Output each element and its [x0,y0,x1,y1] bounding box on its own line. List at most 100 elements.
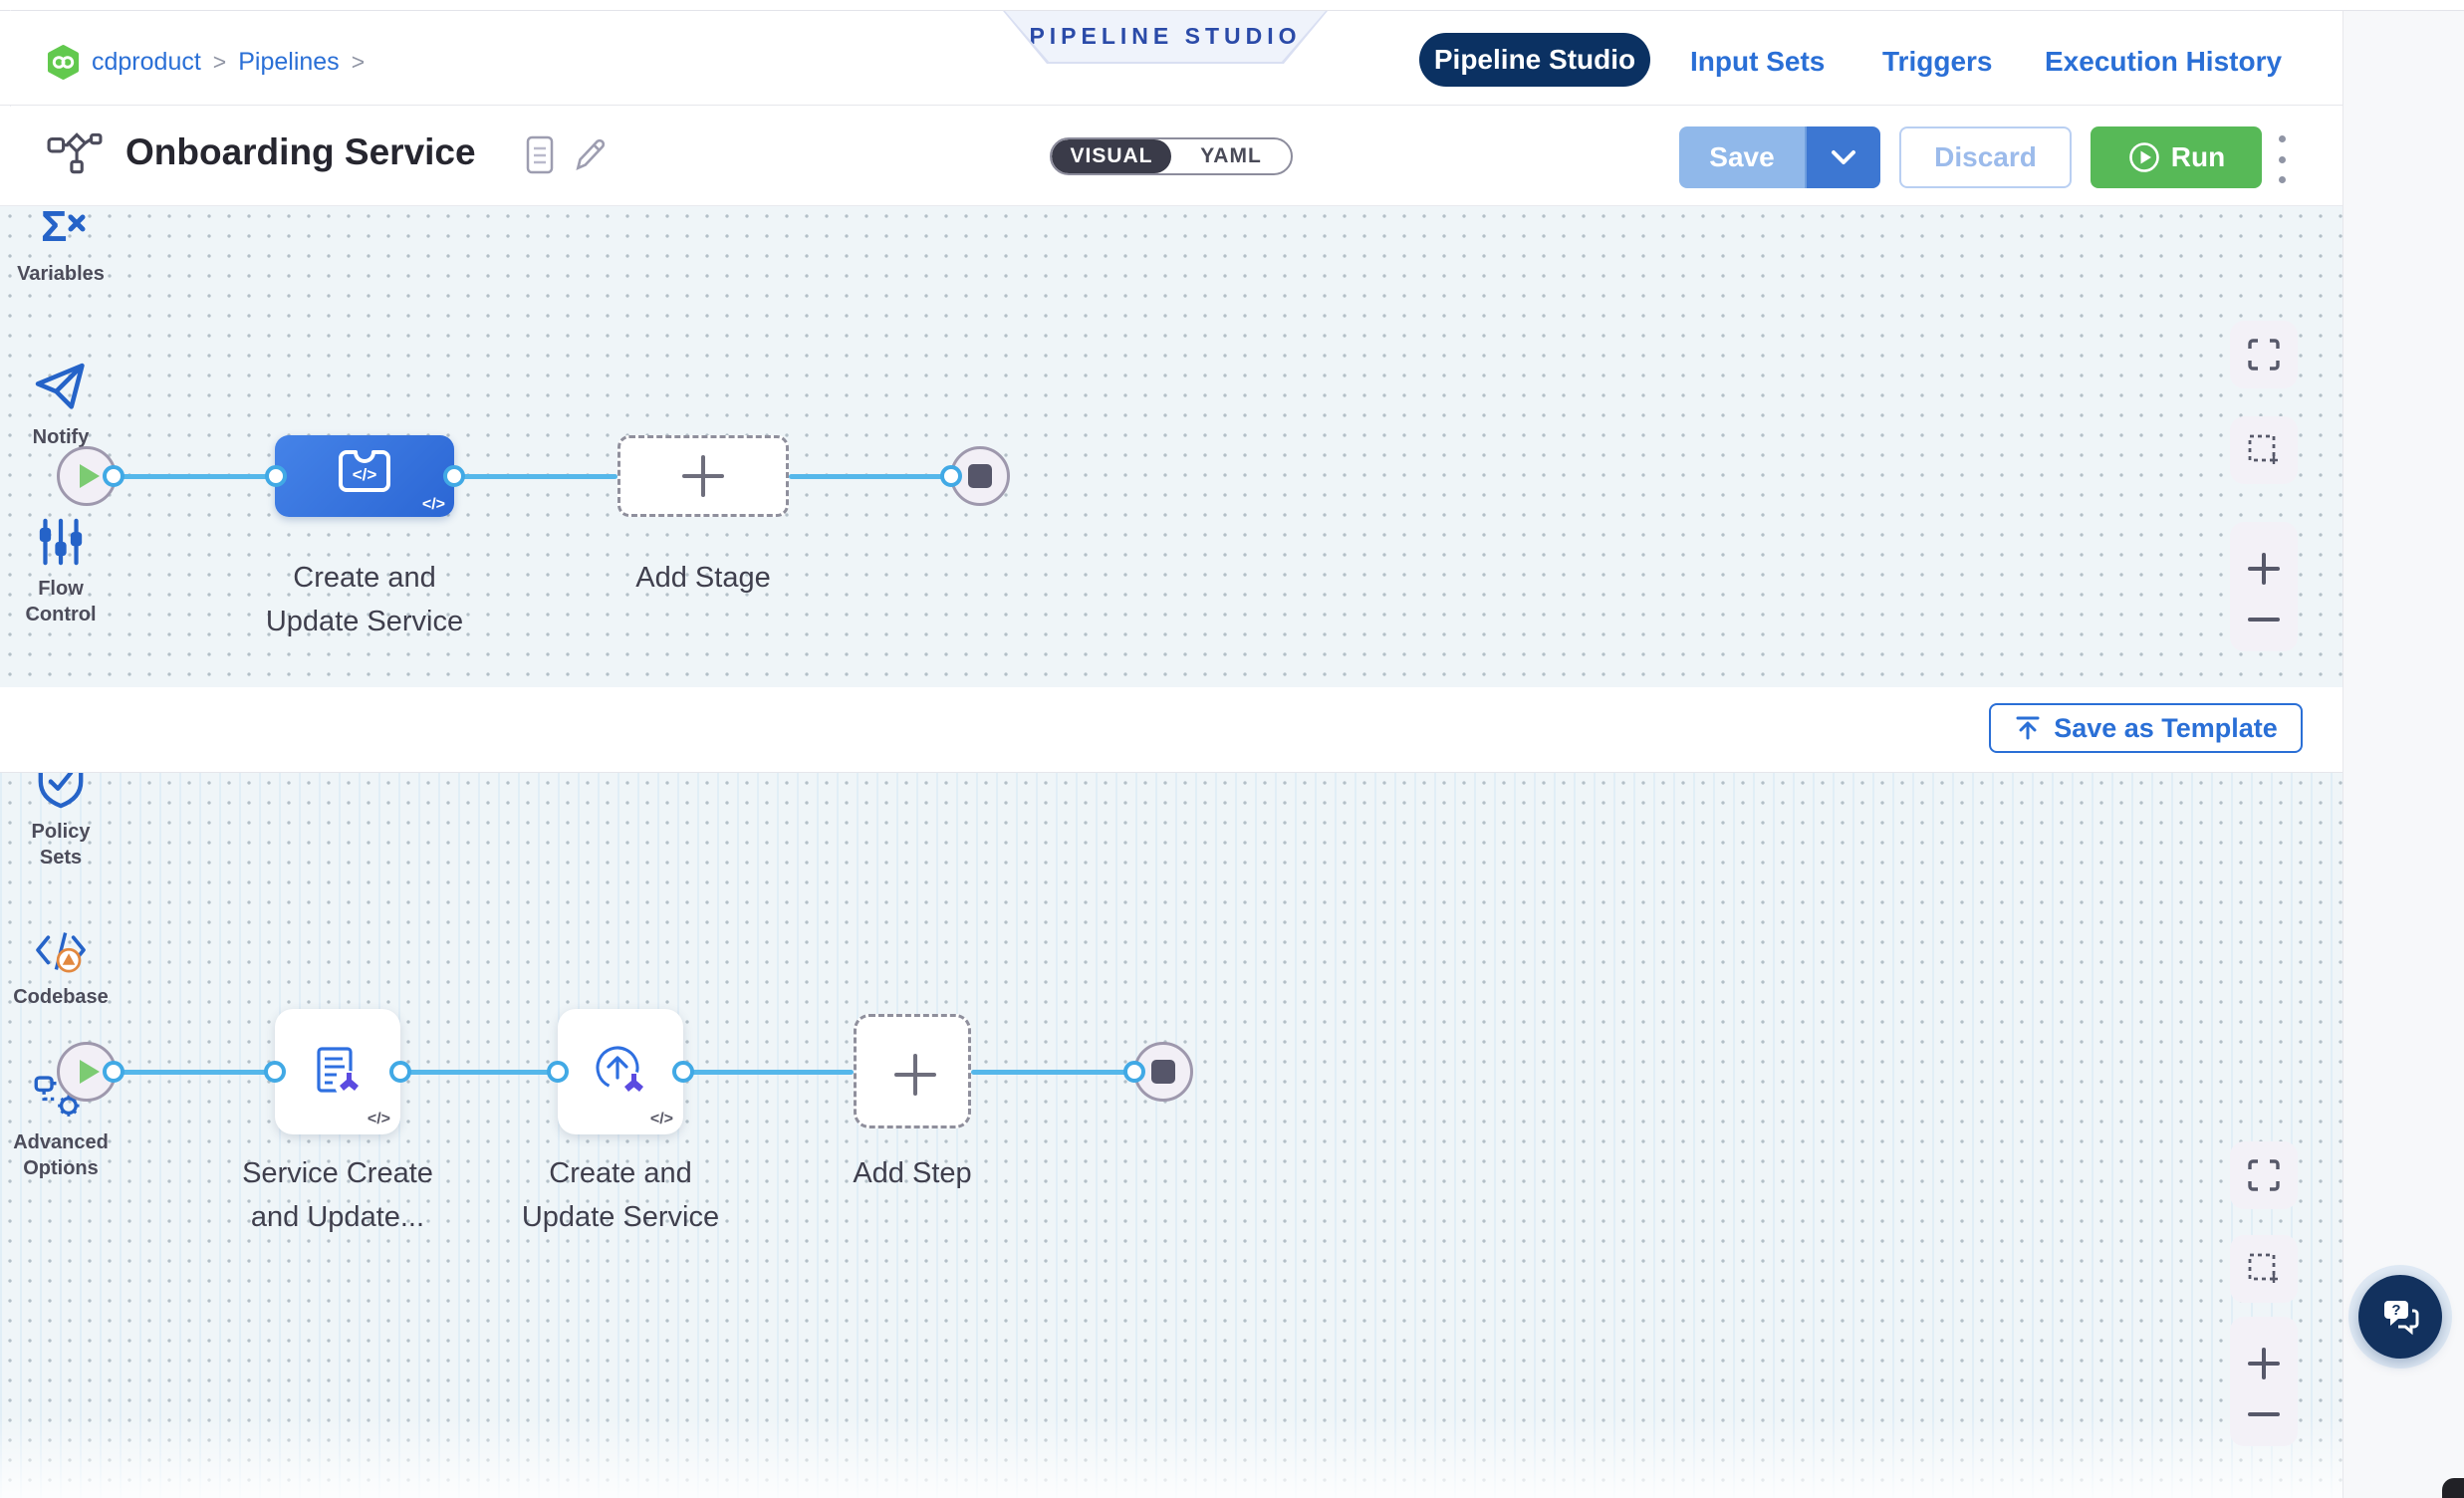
svg-text:</>: </> [353,465,377,484]
flow-control-sliders-icon [37,518,85,566]
svg-text:Σ: Σ [41,202,67,251]
fit-to-screen-button[interactable] [2230,321,2298,388]
svg-text:?: ? [2391,1302,2400,1319]
page-title: Onboarding Service [125,131,476,173]
node-connector[interactable] [547,1061,569,1083]
save-dropdown-button[interactable] [1805,126,1880,188]
tab-pipeline-studio[interactable]: Pipeline Studio [1419,33,1650,87]
custom-stage-icon: </> [333,443,396,499]
marquee-select-button[interactable] [2230,416,2298,484]
chat-help-icon: ? [2378,1297,2422,1337]
node-connector[interactable] [389,1061,411,1083]
step-edge [114,1070,275,1075]
node-connector[interactable] [264,1061,286,1083]
play-icon [80,464,100,488]
add-step-label: Add Step [833,1151,992,1195]
variables-sigma-icon: Σ [33,199,89,251]
step-edge [400,1070,558,1075]
run-label: Run [2171,141,2225,173]
stage-node-create-update-service[interactable]: </> </> [275,435,454,517]
node-connector[interactable] [1123,1061,1145,1083]
add-stage-label: Add Stage [614,556,793,600]
yaml-code-glyph: </> [368,1111,390,1128]
node-connector[interactable] [443,465,465,487]
zoom-out-button[interactable] [2248,1412,2280,1416]
stop-icon [1151,1060,1175,1084]
zoom-controls [2230,1317,2298,1446]
pipeline-studio-banner: PIPELINE STUDIO [1003,11,1328,64]
plus-icon [894,1054,930,1090]
node-connector[interactable] [940,465,962,487]
edit-pencil-icon[interactable] [572,135,608,175]
codebase-icon [33,928,89,974]
save-as-template-label: Save as Template [2054,713,2278,744]
help-chat-button[interactable]: ? [2358,1275,2442,1359]
sidebar-item-flow-control[interactable]: Flow Control [0,518,122,627]
fit-to-screen-button[interactable] [2230,1141,2298,1209]
breadcrumb-project-link[interactable]: cdproduct [92,48,201,77]
tab-input-sets[interactable]: Input Sets [1690,46,1825,78]
step2-label: Create and Update Service [511,1151,730,1239]
stage-edge [789,474,951,479]
play-circle-icon [2127,140,2161,174]
chevron-down-icon [1831,149,1856,165]
save-button[interactable]: Save [1679,126,1805,188]
step-node-service-create-update[interactable]: </> [275,1009,400,1134]
breadcrumb: cdproduct > Pipelines > [47,44,365,80]
description-icon[interactable] [525,135,555,175]
zoom-in-button[interactable] [2248,553,2280,585]
run-button[interactable]: Run [2091,126,2262,188]
bottom-corner-widget [2442,1478,2464,1498]
save-as-template-button[interactable]: Save as Template [1989,703,2303,753]
execution-canvas[interactable] [0,773,2342,1498]
selection-box-icon [2246,1251,2282,1287]
visual-yaml-toggle[interactable]: VISUAL YAML [1050,137,1293,175]
tab-triggers[interactable]: Triggers [1882,46,1992,78]
zoom-out-button[interactable] [2248,618,2280,622]
sidebar-label: Variables [17,261,105,287]
toggle-yaml[interactable]: YAML [1171,139,1291,173]
selection-box-icon [2246,432,2282,468]
sidebar-item-variables[interactable]: Σ Variables [0,199,122,287]
service-update-icon [588,1040,653,1104]
step-node-create-update-service[interactable]: </> [558,1009,683,1134]
node-connector[interactable] [103,1061,124,1083]
step1-label: Service Create and Update... [238,1151,437,1239]
sidebar-label: Advanced Options [11,1129,111,1181]
zoom-in-button[interactable] [2248,1348,2280,1379]
save-split-button[interactable]: Save [1679,126,1880,188]
tab-execution-history[interactable]: Execution History [2045,46,2282,78]
upload-template-icon [2014,714,2042,742]
stage-label: Create and Update Service [245,556,484,643]
stage-edge [454,474,617,479]
banner-label: PIPELINE STUDIO [1029,23,1301,50]
yaml-code-glyph: </> [422,496,445,514]
harness-logo-icon [47,45,80,80]
more-options-kebab[interactable] [2267,133,2297,185]
add-step-button[interactable] [854,1014,971,1128]
sidebar-item-policy-sets[interactable]: Policy Sets [0,757,122,871]
sidebar-item-codebase[interactable]: Codebase [0,928,122,1010]
breadcrumb-separator: > [213,49,226,76]
step-edge [971,1070,1134,1075]
stage-edge [114,474,276,479]
yaml-code-glyph: </> [650,1111,673,1128]
breadcrumb-pipelines-link[interactable]: Pipelines [238,48,339,77]
add-stage-button[interactable] [617,435,789,517]
play-icon [80,1060,100,1084]
stop-icon [968,464,992,488]
marquee-select-button[interactable] [2230,1235,2298,1303]
node-connector[interactable] [672,1061,694,1083]
discard-button[interactable]: Discard [1899,126,2072,188]
notify-plane-icon [35,363,87,414]
sidebar-item-notify[interactable]: Notify [0,363,122,450]
sidebar-label: Policy Sets [21,819,101,871]
zoom-controls [2230,522,2298,651]
node-connector[interactable] [265,465,287,487]
node-connector[interactable] [103,465,124,487]
pipeline-graph-icon [47,129,103,175]
plus-icon [682,455,724,497]
toggle-visual[interactable]: VISUAL [1052,139,1171,173]
fullscreen-icon [2246,337,2282,373]
